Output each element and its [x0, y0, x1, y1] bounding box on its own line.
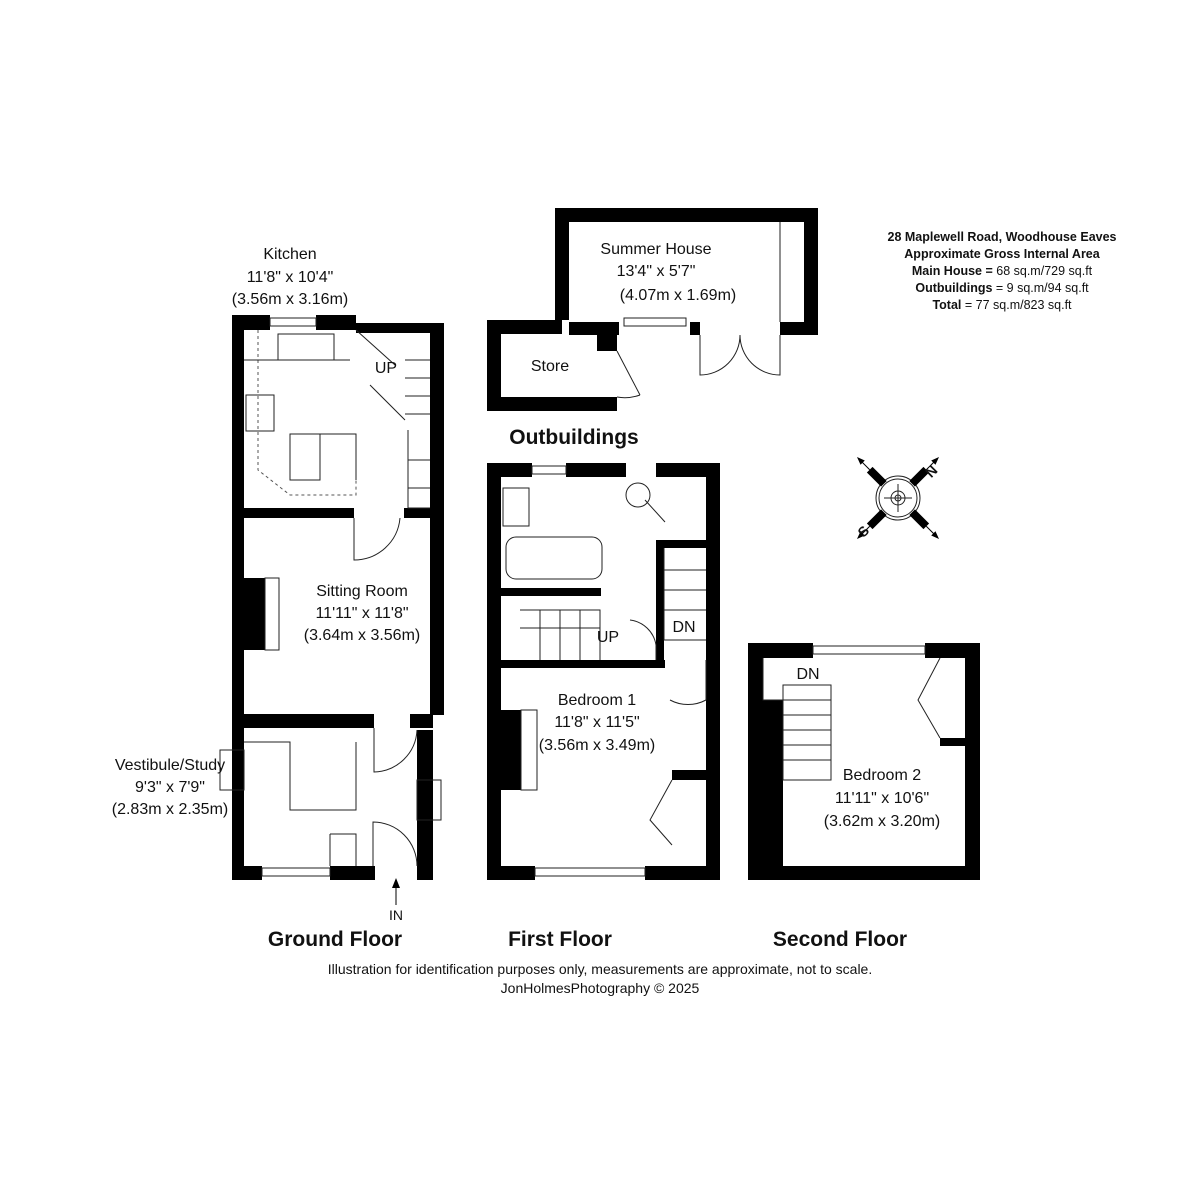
bedroom2-imperial: 11'11" x 10'6"	[835, 790, 929, 807]
ground-floor-heading: Ground Floor	[268, 928, 402, 951]
kitchen-imperial: 11'8" x 10'4"	[247, 269, 334, 286]
second-floor-dn-label: DN	[796, 666, 819, 683]
area-info: 28 Maplewell Road, Woodhouse Eaves Appro…	[888, 230, 1117, 312]
first-floor-heading: First Floor	[508, 928, 612, 951]
outbuildings-plan: Summer House 13'4" x 5'7" (4.07m x 1.69m…	[487, 208, 818, 449]
bedroom1-name: Bedroom 1	[558, 692, 636, 709]
second-floor-plan: DN Bedroom 2 11'11" x 10'6" (3.62m x 3.2…	[748, 643, 980, 951]
second-floor-heading: Second Floor	[773, 928, 907, 951]
outbuildings-heading: Outbuildings	[509, 426, 638, 449]
vestibule-metric: (2.83m x 2.35m)	[112, 801, 228, 818]
store-name: Store	[531, 358, 569, 375]
compass-icon: N S	[854, 456, 941, 540]
first-floor-plan: DN UP Bedroom 1 11'8" x 11'5" (3.56m x 3…	[487, 463, 720, 951]
bedroom2-metric: (3.62m x 3.20m)	[824, 813, 940, 830]
first-floor-dn-label: DN	[672, 619, 695, 636]
entrance-arrow-icon	[392, 878, 400, 888]
kitchen-metric: (3.56m x 3.16m)	[232, 291, 348, 308]
vestibule-name: Vestibule/Study	[115, 757, 225, 774]
summer-house-name: Summer House	[600, 241, 711, 258]
entrance-label: IN	[389, 907, 403, 923]
kitchen-name: Kitchen	[263, 246, 316, 263]
ground-floor-plan: Kitchen 11'8" x 10'4" (3.56m x 3.16m) UP…	[112, 246, 444, 951]
address: 28 Maplewell Road, Woodhouse Eaves	[888, 230, 1117, 244]
compass-north: N	[922, 462, 940, 480]
summer-house-imperial: 13'4" x 5'7"	[617, 263, 696, 280]
summer-house-metric: (4.07m x 1.69m)	[620, 287, 736, 304]
bedroom1-metric: (3.56m x 3.49m)	[539, 737, 655, 754]
total-area: Total = 77 sq.m/823 sq.ft	[932, 298, 1072, 312]
bedroom2-name: Bedroom 2	[843, 767, 921, 784]
outbuildings-area: Outbuildings = 9 sq.m/94 sq.ft	[915, 281, 1089, 295]
first-floor-up-label: UP	[597, 629, 619, 646]
bedroom1-imperial: 11'8" x 11'5"	[554, 714, 639, 731]
area-title: Approximate Gross Internal Area	[904, 247, 1100, 261]
disclaimer: Illustration for identification purposes…	[328, 961, 872, 977]
sitting-room-imperial: 11'11" x 11'8"	[315, 605, 408, 622]
credit: JonHolmesPhotography © 2025	[501, 980, 700, 996]
main-house-area: Main House = 68 sq.m/729 sq.ft	[912, 264, 1093, 278]
stairs-up-label: UP	[375, 360, 397, 377]
vestibule-imperial: 9'3" x 7'9"	[135, 779, 205, 796]
sitting-room-metric: (3.64m x 3.56m)	[304, 627, 420, 644]
sitting-room-name: Sitting Room	[316, 583, 408, 600]
